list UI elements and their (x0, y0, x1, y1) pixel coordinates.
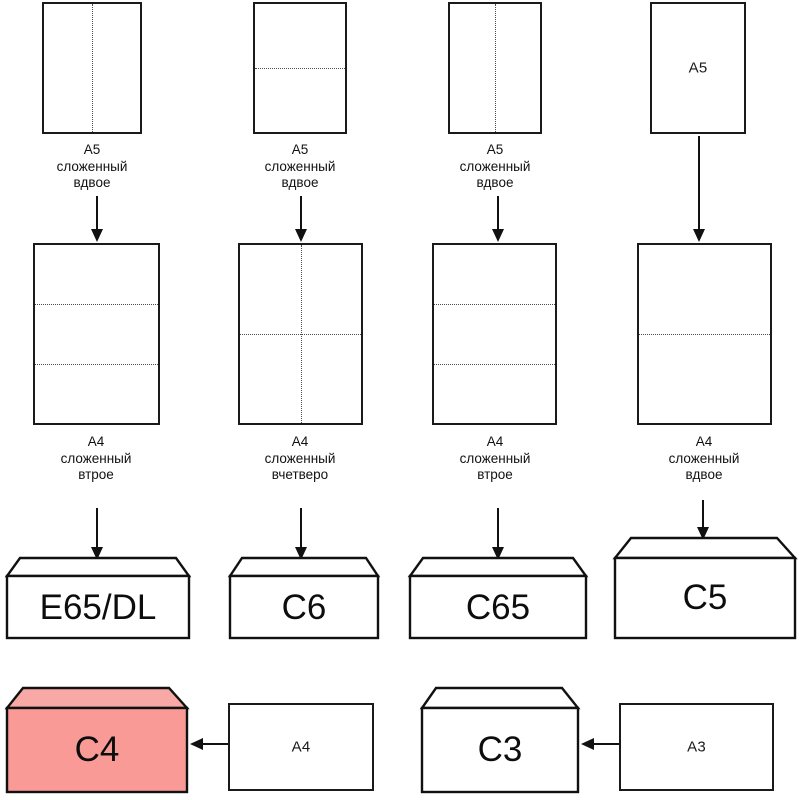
sheet-label: A5 (688, 59, 708, 77)
caption-col1-top: A5 сложенный вдвое (56, 142, 128, 190)
fold-line-horizontal (639, 334, 770, 335)
fold-line-vertical (495, 4, 496, 132)
envelope-c3: C3 (419, 686, 581, 796)
arrow-a4-to-c4 (190, 733, 230, 755)
arrow-a4-to-envelope-col3 (487, 508, 509, 560)
sheet-label: A3 (687, 738, 706, 756)
sheet-a5-col1 (42, 2, 142, 134)
caption-col3-middle: A4 сложенный втрое (459, 434, 531, 482)
sheet-a4-col4 (637, 243, 772, 425)
sheet-a5-col2 (253, 2, 347, 134)
sheet-label: A4 (291, 738, 311, 756)
fold-line-horizontal-2 (35, 363, 158, 365)
fold-line-horizontal-1 (35, 304, 158, 306)
arrow-a5-to-a4-col3 (487, 196, 509, 242)
arrow-a4-to-envelope-col1 (86, 508, 108, 560)
fold-line-horizontal-1 (434, 304, 555, 306)
sheet-a4-col1 (33, 243, 160, 425)
fold-line-vertical (300, 245, 302, 423)
sheet-a3-source-c3: A3 (619, 703, 774, 791)
envelope-e65-dl: E65/DL (4, 556, 192, 640)
envelope-c5: C5 (612, 536, 798, 640)
caption-col4-middle: A4 сложенный вдвое (668, 434, 740, 482)
sheet-a4-col3 (432, 243, 557, 425)
fold-line-horizontal-2 (434, 363, 555, 365)
sheet-a4-source-c4: A4 (228, 703, 374, 791)
caption-col2-middle: A4 сложенный вчетверо (264, 434, 336, 482)
arrow-a5-to-a4-col2 (290, 196, 312, 242)
fold-line-horizontal (255, 68, 345, 69)
sheet-a5-col4: A5 (650, 2, 746, 134)
sheet-a4-col2 (238, 243, 363, 425)
envelope-c65: C65 (407, 556, 589, 640)
caption-col3-top: A5 сложенный вдвое (459, 142, 531, 190)
caption-col1-middle: A4 сложенный втрое (60, 434, 132, 482)
arrow-a3-to-c3 (581, 733, 621, 755)
fold-line-vertical (92, 4, 93, 132)
arrow-a4-to-envelope-col2 (290, 508, 312, 560)
arrow-a5-to-a4-col1 (86, 196, 108, 242)
envelope-c6: C6 (227, 556, 381, 640)
envelope-c4: C4 (4, 686, 190, 796)
arrow-a5-to-a4-col4 (688, 136, 710, 242)
arrow-a4-to-envelope-col4 (692, 500, 714, 540)
sheet-a5-col3 (448, 2, 542, 134)
caption-col2-top: A5 сложенный вдвое (264, 142, 336, 190)
fold-line-horizontal (240, 334, 361, 335)
